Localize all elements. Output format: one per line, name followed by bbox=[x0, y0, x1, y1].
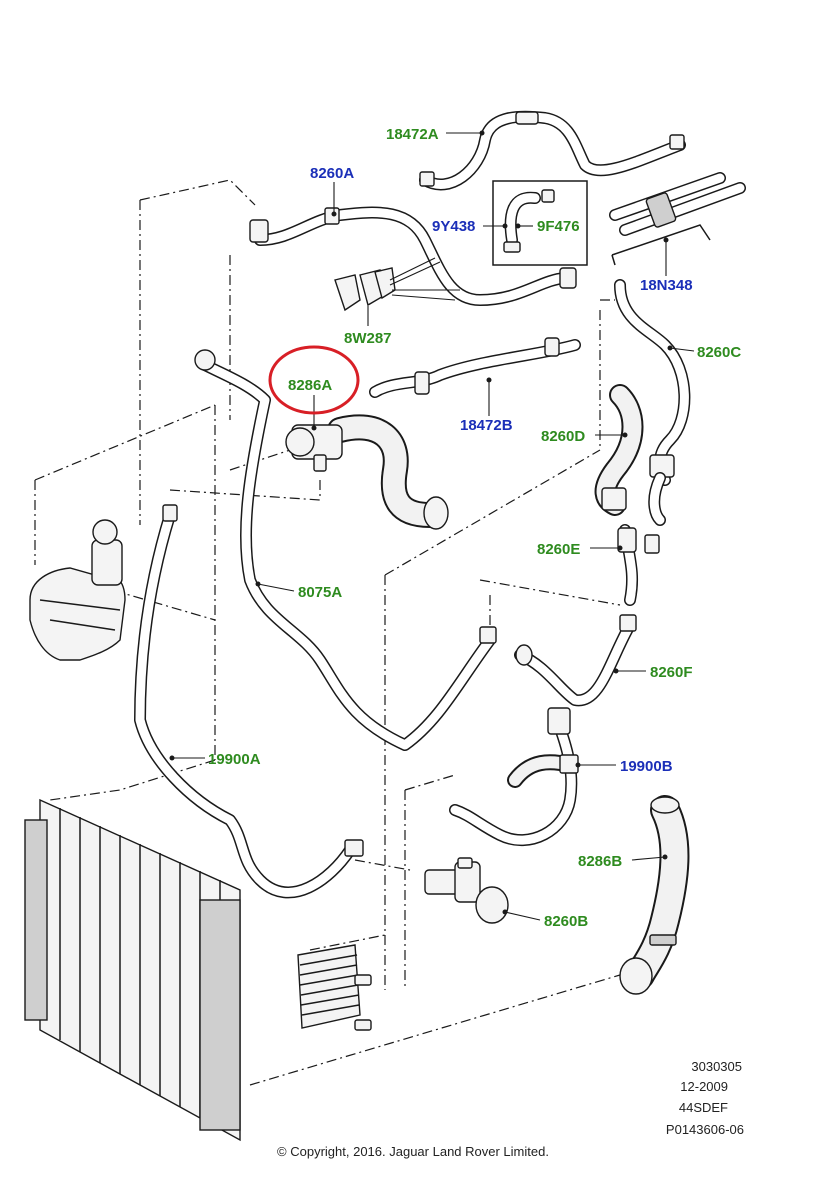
meta-line-3: 44SDEF bbox=[679, 1100, 728, 1115]
callout-8260E: 8260E bbox=[537, 541, 580, 558]
radiator bbox=[24, 798, 241, 1142]
pipes-18N348 bbox=[609, 172, 746, 266]
callout-8W287: 8W287 bbox=[344, 330, 392, 347]
callout-8075A: 8075A bbox=[298, 584, 342, 601]
callout-leaders bbox=[169, 130, 695, 921]
callout-9F476: 9F476 bbox=[537, 218, 580, 235]
callout-8260B: 8260B bbox=[544, 913, 588, 930]
hose-18472B bbox=[369, 337, 581, 398]
callout-8260C: 8260C bbox=[697, 344, 741, 361]
hose-8260E bbox=[617, 524, 660, 606]
callout-18N348: 18N348 bbox=[640, 277, 693, 294]
callout-9Y438: 9Y438 bbox=[432, 218, 475, 235]
callout-18472A: 18472A bbox=[386, 126, 439, 143]
callout-8260F: 8260F bbox=[650, 664, 693, 681]
drawing-meta: 3030305 12-2009 44SDEF P0143606-06 bbox=[666, 1059, 744, 1137]
inset-box-9Y438-9F476 bbox=[492, 180, 588, 266]
callout-8286B: 8286B bbox=[578, 853, 622, 870]
hose-8075A bbox=[194, 349, 497, 751]
meta-line-2: 12-2009 bbox=[680, 1079, 728, 1094]
copyright-notice: © Copyright, 2016. Jaguar Land Rover Lim… bbox=[277, 1144, 549, 1159]
oil-cooler bbox=[297, 944, 372, 1031]
hose-19900A bbox=[134, 504, 364, 899]
clips-8W287 bbox=[334, 257, 460, 312]
callout-18472B: 18472B bbox=[460, 417, 513, 434]
hose-8260A bbox=[249, 206, 577, 306]
meta-line-4: P0143606-06 bbox=[666, 1122, 744, 1137]
hose-18472A bbox=[419, 110, 686, 191]
thermostat-housing-8260B bbox=[424, 857, 509, 924]
highlight-circle-8286A bbox=[268, 345, 360, 415]
callout-19900B: 19900B bbox=[620, 758, 673, 775]
hose-8286B bbox=[619, 795, 690, 995]
hose-8260D bbox=[594, 384, 675, 526]
hose-8286A bbox=[285, 414, 449, 530]
meta-line-1: 3030305 bbox=[691, 1059, 742, 1074]
callout-labels: 18472A 8260A 9Y438 9F476 18N348 8W287 82… bbox=[208, 126, 741, 930]
hose-19900B bbox=[449, 707, 579, 846]
callout-8260A: 8260A bbox=[310, 165, 354, 182]
callout-8286A: 8286A bbox=[288, 377, 332, 394]
callout-19900A: 19900A bbox=[208, 751, 261, 768]
callout-8260D: 8260D bbox=[541, 428, 585, 445]
hose-8260F bbox=[514, 614, 637, 707]
expansion-tank bbox=[29, 519, 126, 661]
